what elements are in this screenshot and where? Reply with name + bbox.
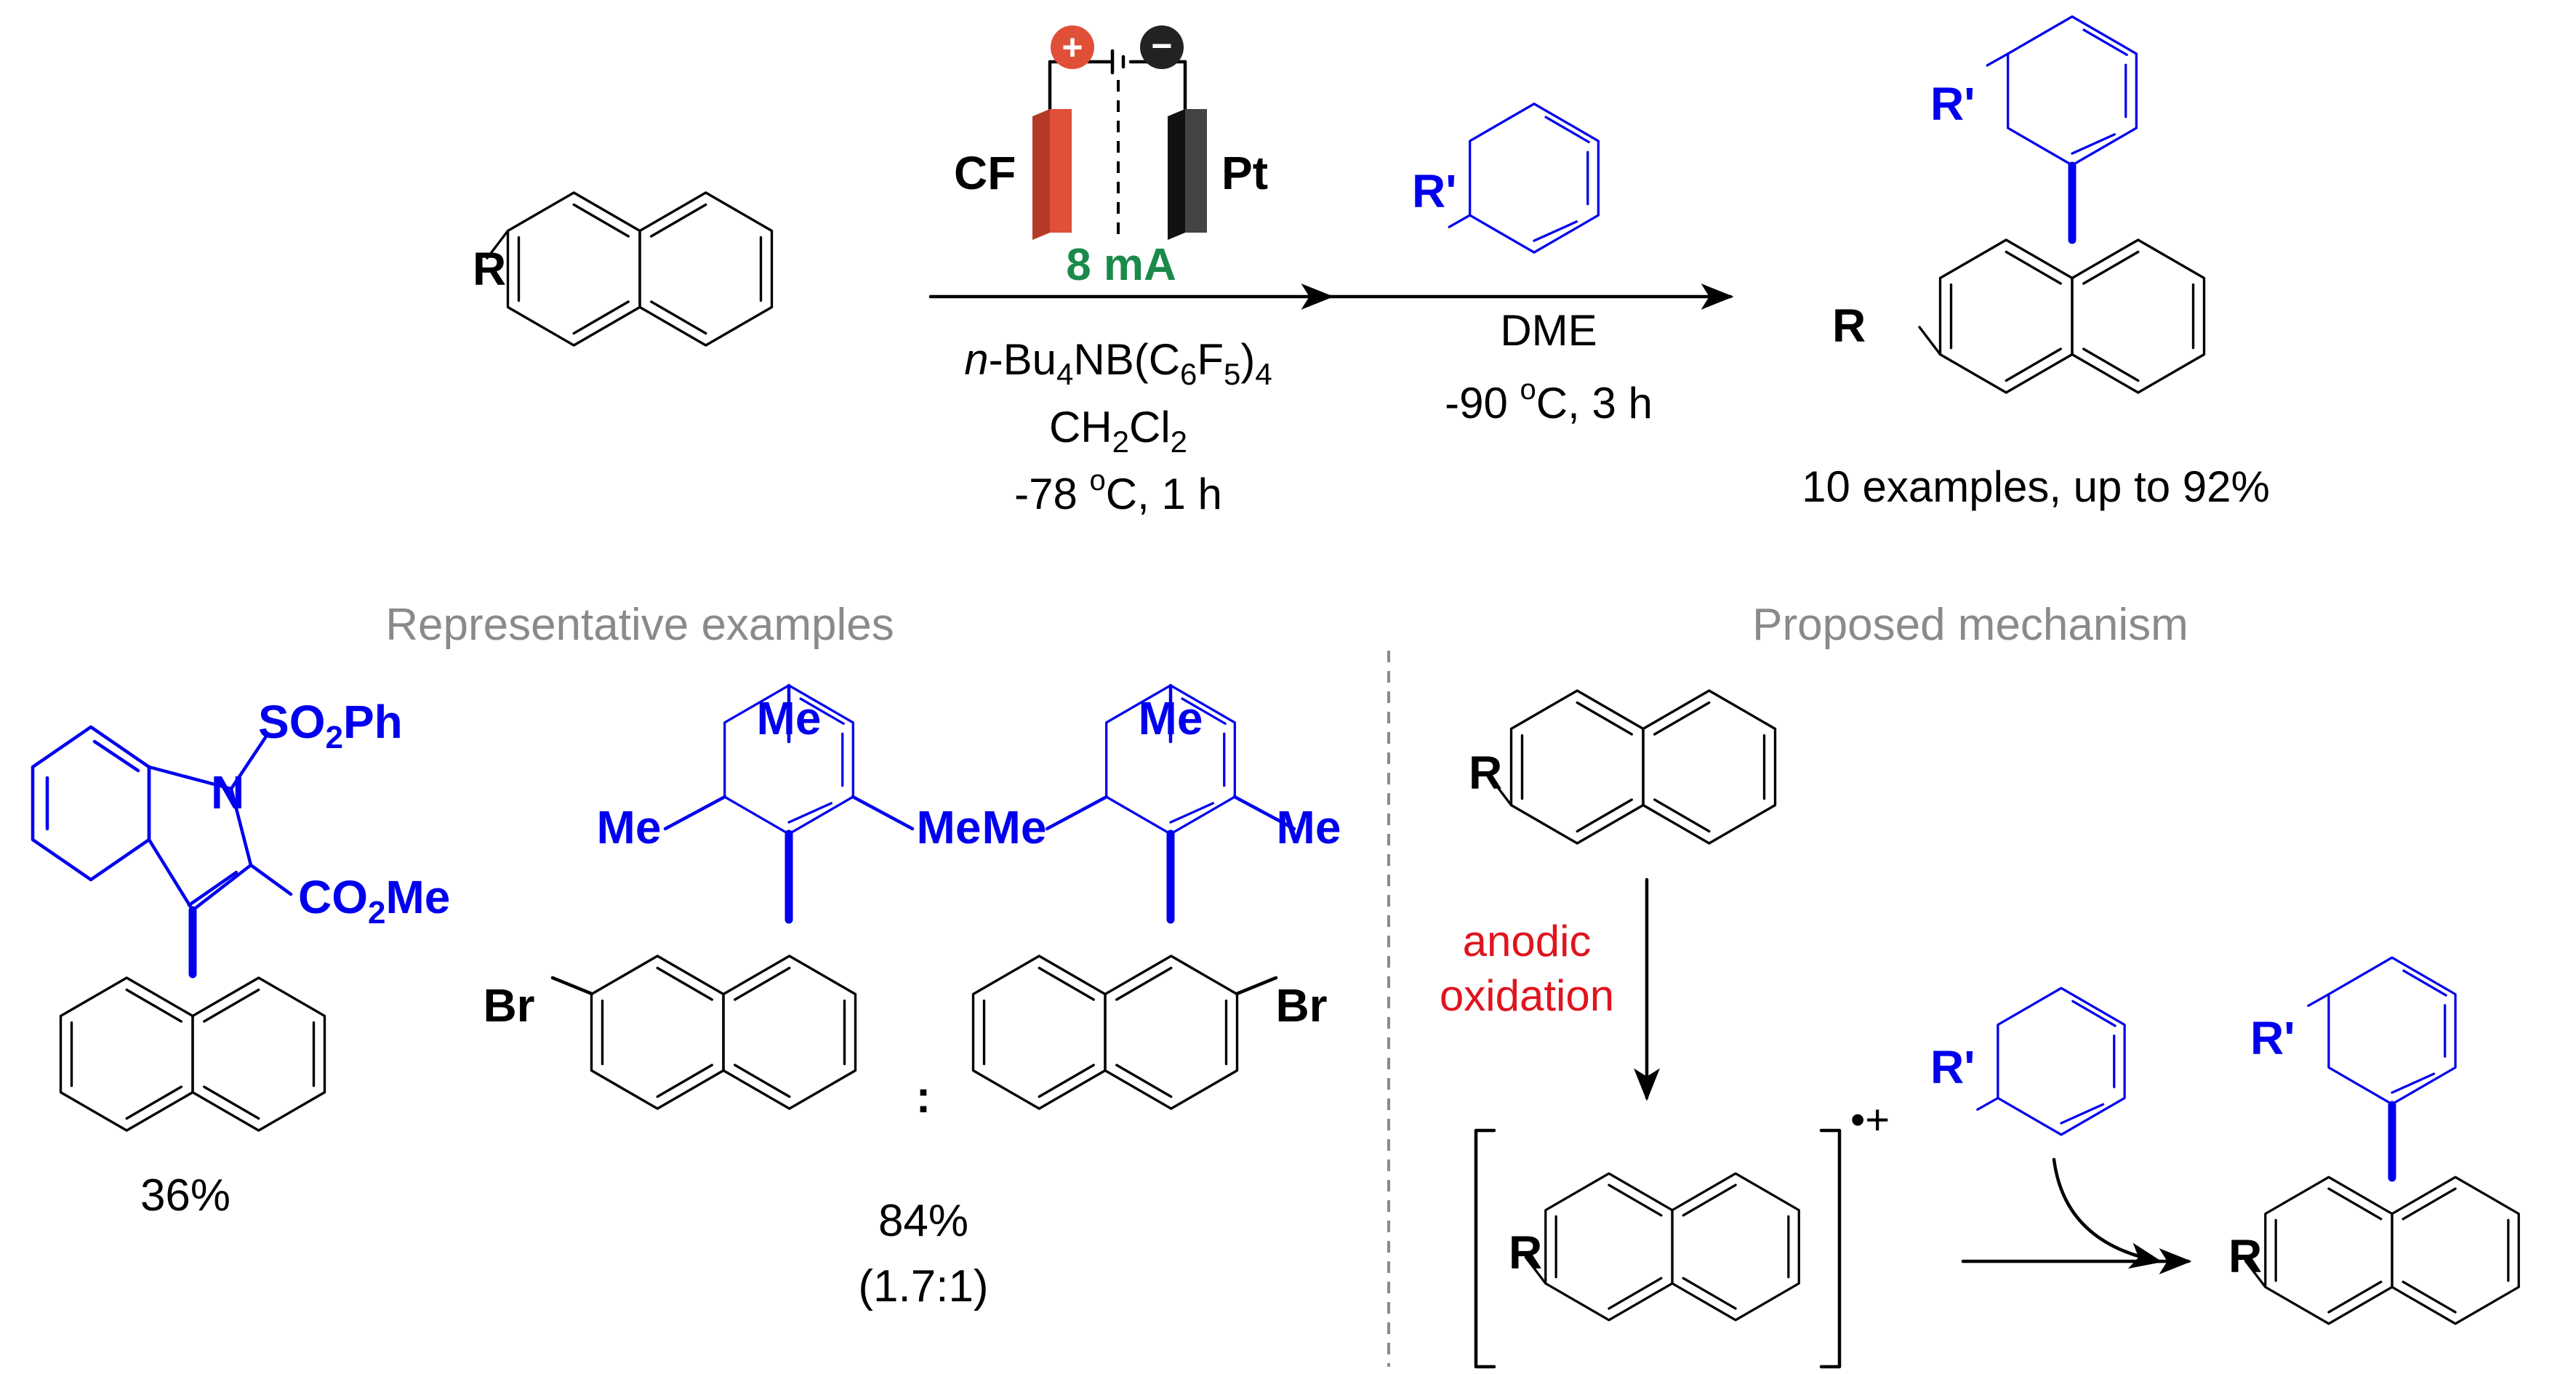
anode-sign: + [1062, 27, 1083, 68]
sulfonyl-label: SO2Ph [258, 696, 403, 755]
example-1-yield: 36% [140, 1170, 230, 1221]
oxidation-label-line-1: anodic [1463, 917, 1592, 965]
isomer-ratio-colon: : [916, 1072, 931, 1122]
methyl-label: Me [1139, 692, 1203, 744]
radical-cation [1474, 1128, 1842, 1369]
temperature-2-label: -90 oC, 3 h [1445, 374, 1653, 427]
anode-label: CF [954, 147, 1016, 199]
example-2-yield: 84% [878, 1196, 968, 1246]
current-label: 8 mA [1066, 240, 1176, 290]
curved-arrow [2052, 1157, 2163, 1269]
electrolyte-label: n-Bu4NB(C6F5)4 [964, 335, 1272, 391]
cathode-label: Pt [1221, 147, 1268, 199]
starting-naphthalene [486, 191, 774, 347]
product-r-label: R [1832, 300, 1866, 352]
mechanism-product-r-prime-label: R' [2250, 1012, 2295, 1064]
cathode-electrode [1185, 109, 1207, 233]
product-r-prime-label: R' [1930, 78, 1975, 130]
mechanism-r-label: R [1469, 747, 1502, 799]
methyl-label: Me [917, 801, 982, 853]
example-2-ratio: (1.7:1) [858, 1261, 988, 1311]
anode-electrode [1050, 109, 1072, 233]
methyl-label: Me [757, 692, 822, 744]
r-substituent-label: R [473, 243, 506, 295]
examples-heading: Representative examples [385, 600, 894, 650]
temperature-1-label: -78 oC, 1 h [1014, 465, 1222, 518]
product-biaryl [1918, 15, 2206, 394]
methyl-label: Me [597, 801, 662, 853]
cathode-electrode-side [1168, 109, 1185, 240]
example-2a-structure [550, 683, 915, 1110]
bromo-label: Br [1275, 979, 1327, 1032]
ester-label: CO2Me [298, 871, 450, 931]
oxidation-label-line-2: oxidation [1440, 971, 1614, 1020]
electrochemical-cell: + − CF Pt 8 mA [954, 25, 1268, 290]
example-1-structure [31, 725, 326, 1132]
anode-terminal-icon [1051, 25, 1094, 69]
indole-nitrogen-label: N [211, 766, 244, 819]
arene-reagent [1448, 103, 1600, 254]
mechanism-arene [1976, 987, 2126, 1136]
solvent-2-label: DME [1500, 306, 1597, 355]
cathode-sign: − [1151, 25, 1172, 66]
bromo-label: Br [483, 979, 534, 1032]
radical-cation-charge: •+ [1850, 1096, 1890, 1144]
mechanism-naphthalene [1489, 689, 1777, 845]
solvent-1-label: CH2Cl2 [1049, 403, 1187, 459]
anode-electrode-side [1032, 109, 1050, 240]
methyl-label: Me [982, 801, 1047, 853]
methyl-label: Me [1277, 801, 1341, 853]
example-2b-structure [971, 683, 1296, 1110]
r-prime-label: R' [1412, 165, 1456, 217]
cathode-terminal-icon [1140, 25, 1184, 69]
scope-summary: 10 examples, up to 92% [1802, 462, 2270, 511]
mechanism-r-prime-label: R' [1930, 1041, 1975, 1093]
mechanism-product [2244, 956, 2520, 1325]
cation-r-label: R [1509, 1226, 1542, 1279]
mechanism-heading: Proposed mechanism [1752, 600, 2188, 650]
mechanism-product-r-label: R [2228, 1230, 2262, 1282]
